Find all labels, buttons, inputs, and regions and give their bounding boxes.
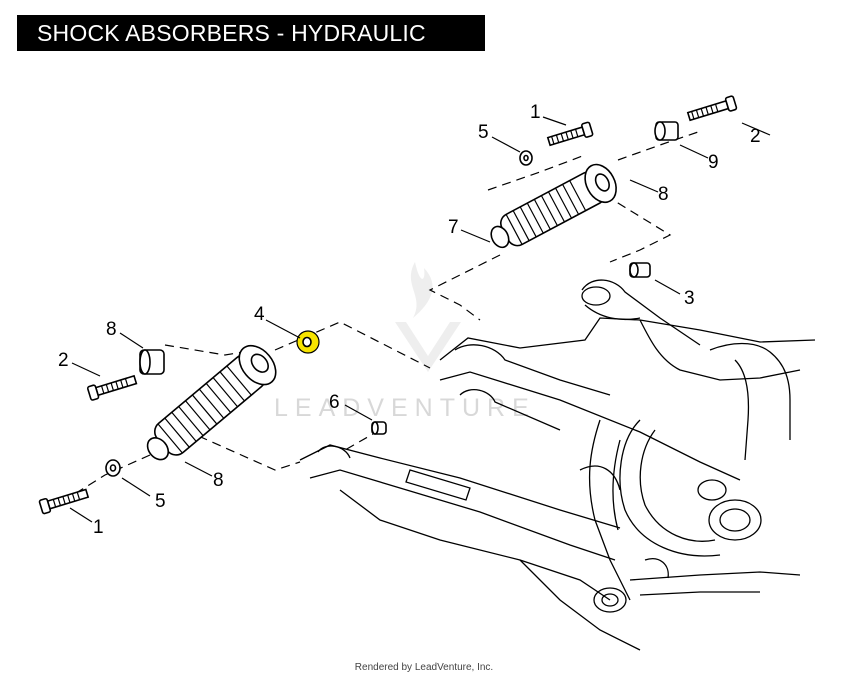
callout-1-top: 1 [530,102,541,123]
diagram-title: SHOCK ABSORBERS - HYDRAULIC [17,15,485,51]
spacer-6 [371,421,387,435]
callout-4: 4 [254,304,265,325]
callout-8-top: 8 [658,184,669,205]
callout-leaders [69,116,771,523]
footer-credit: Rendered by LeadVenture, Inc. [354,662,494,673]
bushing-left-8 [139,349,165,375]
shock-absorber-upper [490,163,617,249]
callout-3: 3 [684,288,695,309]
bolt-upper-2 [686,95,738,122]
bolt-bottom-1 [38,488,90,515]
washer-bottom-5 [105,459,121,477]
spacer-3 [629,262,651,278]
bolt-upper-1 [546,121,594,147]
frame-swingarm [299,279,816,651]
callout-8-left: 8 [106,319,117,340]
callout-numbers: 1 2 5 9 8 7 3 4 8 2 6 8 5 1 [58,102,761,538]
watermark-text: LEADVENTURE [274,394,536,422]
callout-6: 6 [329,392,340,413]
callout-5-top: 5 [478,122,489,143]
callout-5-bottom: 5 [155,491,166,512]
callout-2-left: 2 [58,350,69,371]
callout-2-top: 2 [750,126,761,147]
watermark-logo [395,262,461,372]
callout-7: 7 [448,217,459,238]
bolt-left-2 [86,374,138,401]
callout-9: 9 [708,152,719,173]
shock-absorber-lower [146,344,277,461]
bushing-9 [654,121,679,141]
bushing-4-highlighted[interactable] [296,330,320,354]
callout-1-bottom: 1 [93,517,104,538]
washer-upper-5 [519,150,533,166]
callout-8-bottom: 8 [213,470,224,491]
